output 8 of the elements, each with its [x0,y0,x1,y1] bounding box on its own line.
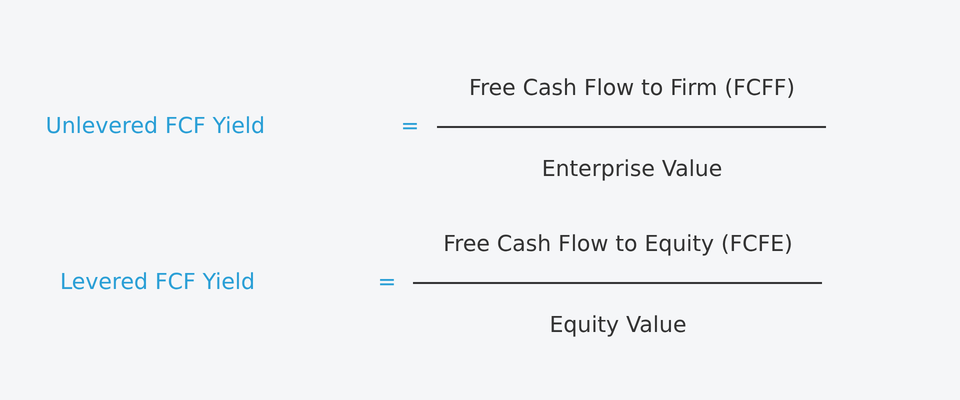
numerator: Free Cash Flow to Firm (FCFF) [469,75,795,103]
numerator: Free Cash Flow to Equity (FCFE) [443,231,793,259]
metric-name: Unlevered FCF Yield [46,113,265,141]
denominator: Equity Value [550,312,686,340]
metric-name: Levered FCF Yield [60,269,255,297]
denominator: Enterprise Value [542,156,722,184]
equals-sign: = [400,113,420,141]
equals-sign: = [378,269,396,297]
